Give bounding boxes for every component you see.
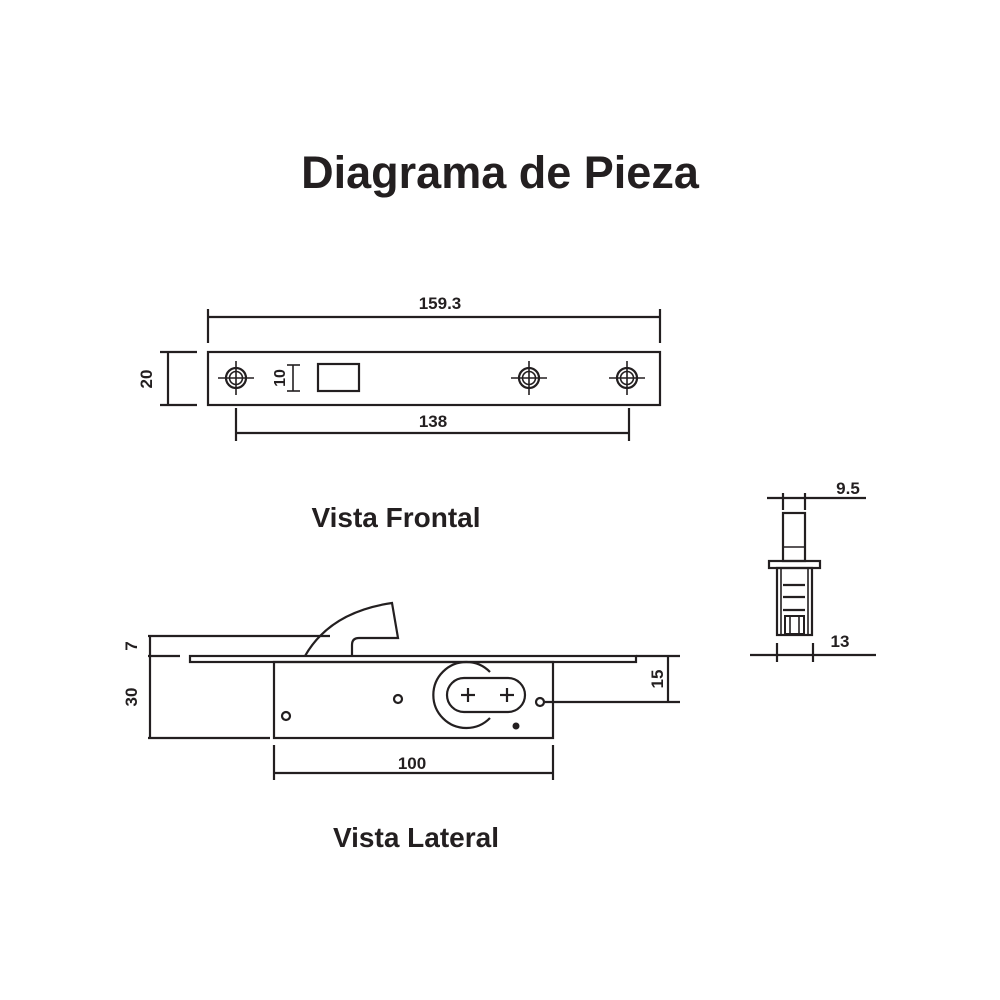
- hook-latch: [304, 601, 400, 657]
- dim-body-length-label: 100: [398, 754, 426, 773]
- pin-hole: [280, 710, 292, 722]
- side-view: 7 30 15 100 Vista Lateral: [122, 601, 680, 853]
- dim-height-label: 20: [137, 370, 156, 389]
- dim-top-width-label: 9.5: [836, 479, 860, 498]
- front-view-label: Vista Frontal: [311, 502, 480, 533]
- dim-length: 159.3: [206, 294, 662, 343]
- pin-hole: [392, 693, 404, 705]
- side-view-label: Vista Lateral: [333, 822, 499, 853]
- front-view: 159.3 20 10: [137, 294, 662, 533]
- dim-body-height-label: 30: [122, 688, 141, 707]
- dim-bottom-width-label: 13: [831, 632, 850, 651]
- end-bolt: [784, 615, 805, 635]
- dim-slot-label: 10: [272, 369, 289, 387]
- dim-cam-offset-label: 15: [648, 670, 667, 689]
- dim-latch: 7: [122, 634, 330, 738]
- end-view: 9.5 13: [750, 479, 876, 662]
- end-body: [775, 566, 814, 637]
- dim-cam-offset: 15: [545, 654, 680, 704]
- dim-body-length: 100: [272, 745, 555, 780]
- screw-hole-1: [218, 361, 254, 395]
- screw-hole-3: [609, 361, 645, 395]
- cam-cross-1: [461, 688, 475, 702]
- screw-hole-2: [511, 361, 547, 395]
- dim-length-label: 159.3: [419, 294, 462, 313]
- rivet-dot: [512, 722, 520, 730]
- dim-hole-spacing-label: 138: [419, 412, 447, 431]
- pin-hole: [534, 696, 546, 708]
- dim-latch-label: 7: [122, 641, 141, 650]
- front-plate: [206, 350, 662, 407]
- cam-slot: [445, 676, 527, 714]
- dim-height: 20: [137, 350, 197, 407]
- dim-slot: 10: [272, 364, 300, 392]
- dim-hole-spacing: 138: [234, 408, 631, 441]
- cam-disc: [432, 660, 491, 730]
- page-title: Diagrama de Pieza: [301, 147, 700, 198]
- dim-body-height: 30: [122, 688, 270, 740]
- lock-body: [272, 660, 555, 740]
- latch-slot: [316, 362, 361, 393]
- cam-cross-2: [500, 688, 514, 702]
- latch-tongue: [781, 511, 807, 563]
